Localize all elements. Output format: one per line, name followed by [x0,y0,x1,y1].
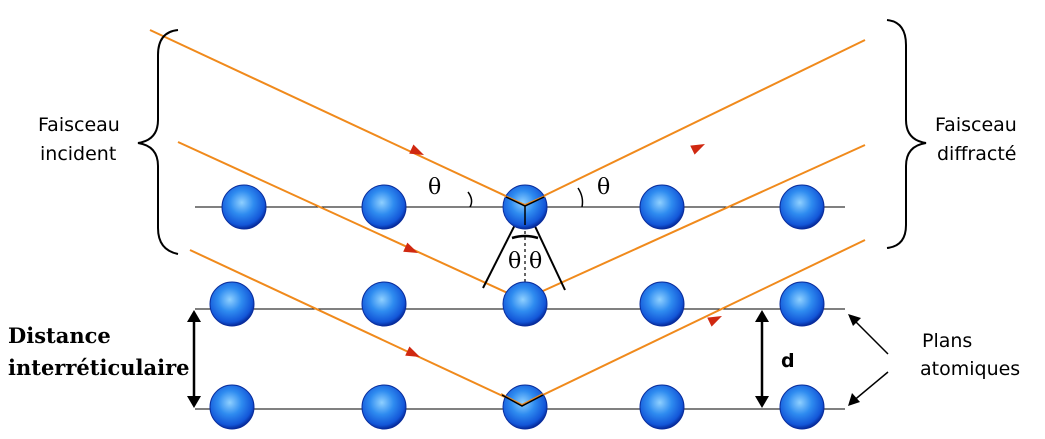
atom-icon [639,184,685,230]
arrow-head-icon [403,242,418,253]
incident-beam-label-line1: Faisceau [38,114,120,136]
arrow-head-icon [707,316,722,327]
atom-icon [639,384,685,430]
beam-arrowheads [403,144,722,357]
right-curly-brace-icon [886,19,927,249]
pointer-arrow-icon [851,371,889,403]
diffracted-ray-1 [524,39,866,206]
incident-ray-3 [189,249,523,406]
atom-icon [502,384,548,430]
atom-icon [361,384,407,430]
atom-icon [779,184,825,230]
right-angle-arc [577,187,584,208]
atom-icon [639,281,685,327]
atom-icon [361,281,407,327]
diffracted-ray-2 [522,144,866,301]
beams [149,29,866,406]
incident-ray-2 [177,141,524,301]
planes-pointer-arrows [848,314,889,406]
atom-icon [779,281,825,327]
atom-icon [221,184,267,230]
d-label: d [781,350,795,372]
arrow-head-icon [405,346,420,357]
pointer-arrow-icon [851,317,889,355]
incident-beam-label-line2: incident [40,143,116,165]
theta-incident-label: θ [428,175,441,200]
planes-label-line1: Plans [922,330,972,352]
atom-icon [209,384,255,430]
arrow-head-icon [690,144,705,155]
atoms [209,184,825,430]
d-double-arrow-icon [755,310,769,408]
distance-double-arrow-icon [187,310,201,408]
left-angle-arc [467,191,473,208]
distance-label-line2: interréticulaire [8,355,190,380]
arrow-head-icon [409,144,424,155]
planes-label-line2: atomiques [920,358,1020,380]
center-lines-overlay [501,196,545,407]
atom-icon [779,384,825,430]
diffracted-beam-label-line2: diffracté [937,143,1016,165]
atom-icon [502,281,548,327]
theta-center-right-label: θ [529,249,542,274]
incident-ray-1 [149,29,526,206]
atom-icon [361,184,407,230]
theta-center-left-label: θ [508,249,521,274]
atom-icon [209,281,255,327]
distance-label-line1: Distance [8,323,111,348]
diffracted-ray-3 [521,239,866,406]
deep-vertex [501,394,544,407]
diffracted-beam-label-line1: Faisceau [935,114,1017,136]
theta-diffracted-label: θ [597,175,610,200]
left-curly-brace-icon [137,29,179,255]
center-angle-arc [511,234,539,240]
